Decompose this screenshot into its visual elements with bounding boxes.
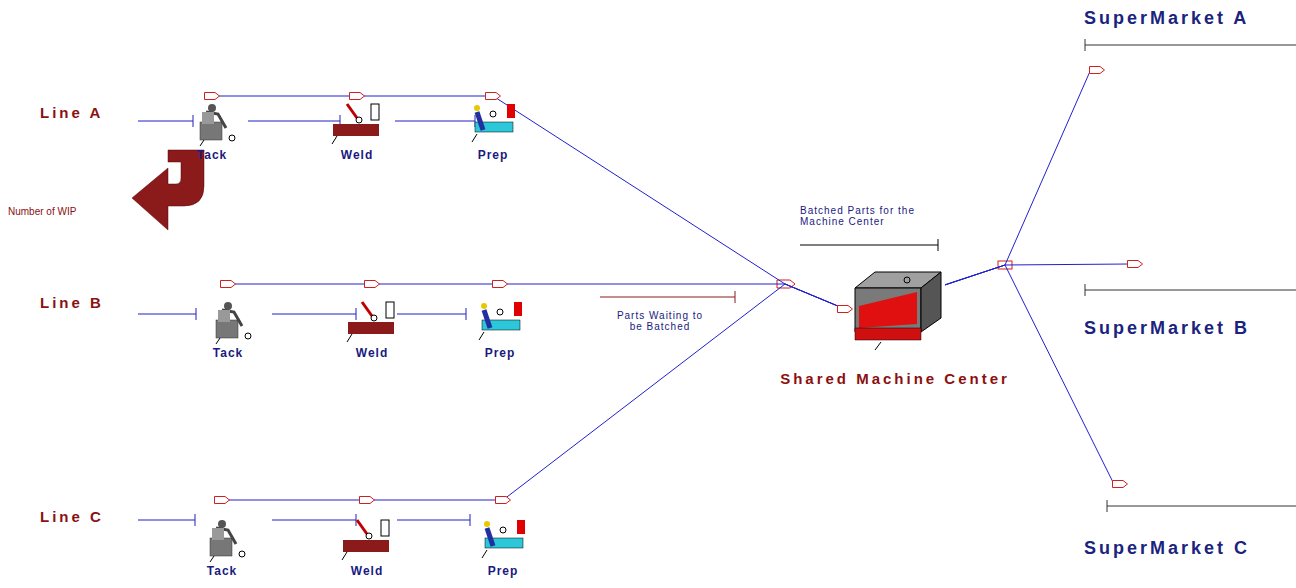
route-connector	[212, 96, 357, 97]
weld-icon	[327, 100, 387, 148]
tack-icon	[198, 298, 258, 346]
station-node: Tack	[172, 96, 252, 162]
station-label: Prep	[460, 346, 540, 360]
tack-icon	[182, 100, 242, 148]
station-label: Prep	[463, 564, 543, 578]
route-connector	[493, 96, 845, 309]
station-label: Weld	[317, 148, 397, 162]
supermarket-node: SuperMarket C	[1080, 484, 1292, 568]
route-marker	[364, 280, 380, 288]
tack-icon	[192, 516, 252, 564]
prep-icon	[470, 298, 530, 346]
station-node: Prep	[463, 500, 543, 578]
waiting-queue-line	[600, 291, 735, 303]
route-marker	[349, 92, 365, 100]
supermarket-label: SuperMarket B	[1084, 318, 1250, 339]
machine-node: Shared Machine Center	[845, 266, 945, 352]
station-label: Weld	[332, 346, 412, 360]
station-label: Tack	[182, 564, 262, 578]
station-node: Weld	[327, 500, 407, 578]
supermarket-label: SuperMarket C	[1084, 538, 1250, 559]
wip-arrow	[132, 150, 204, 230]
route-marker	[204, 92, 220, 100]
prep-icon	[463, 100, 523, 148]
queue-label: Parts Waiting to be Batched	[612, 310, 708, 332]
station-label: Tack	[172, 148, 252, 162]
route-marker	[1089, 66, 1105, 74]
route-connector	[367, 500, 503, 501]
machine-label: Shared Machine Center	[780, 370, 1010, 387]
machine-icon	[845, 266, 945, 352]
route-marker	[220, 280, 236, 288]
route-marker	[495, 496, 511, 504]
route-marker	[359, 496, 375, 504]
route-marker	[1127, 260, 1143, 268]
route-connector	[945, 70, 1091, 285]
station-label: Tack	[188, 346, 268, 360]
supermarket-queue-lines	[1085, 39, 1296, 512]
route-connector	[357, 96, 493, 97]
batched-queue-line	[800, 239, 938, 251]
supermarket-node: SuperMarket B	[1080, 264, 1292, 348]
line-label: Line C	[40, 508, 104, 525]
station-node: Tack	[188, 284, 268, 360]
weld-icon	[337, 516, 397, 564]
route-connector	[372, 284, 500, 285]
queue-label: Batched Parts for the Machine Center	[800, 205, 940, 227]
station-node: Prep	[460, 284, 540, 360]
route-connector	[945, 264, 1129, 285]
supermarket-node: SuperMarket A	[1080, 6, 1292, 70]
station-node: Weld	[332, 284, 412, 360]
route-marker	[1112, 480, 1128, 488]
supermarket-label: SuperMarket A	[1084, 8, 1249, 29]
route-marker	[214, 496, 230, 504]
station-node: Tack	[182, 500, 262, 578]
station-label: Prep	[453, 148, 533, 162]
route-connector	[222, 500, 367, 501]
weld-icon	[342, 298, 402, 346]
annotation: Number of WIP	[8, 206, 76, 217]
station-node: Prep	[453, 96, 533, 162]
line-label: Line A	[40, 104, 103, 121]
route-connector	[503, 284, 845, 500]
route-connector	[228, 284, 372, 285]
route-marker	[492, 280, 508, 288]
line-label: Line B	[40, 294, 104, 311]
route-marker	[485, 92, 501, 100]
route-marker	[837, 305, 853, 313]
prep-icon	[473, 516, 533, 564]
station-label: Weld	[327, 564, 407, 578]
station-node: Weld	[317, 96, 397, 162]
